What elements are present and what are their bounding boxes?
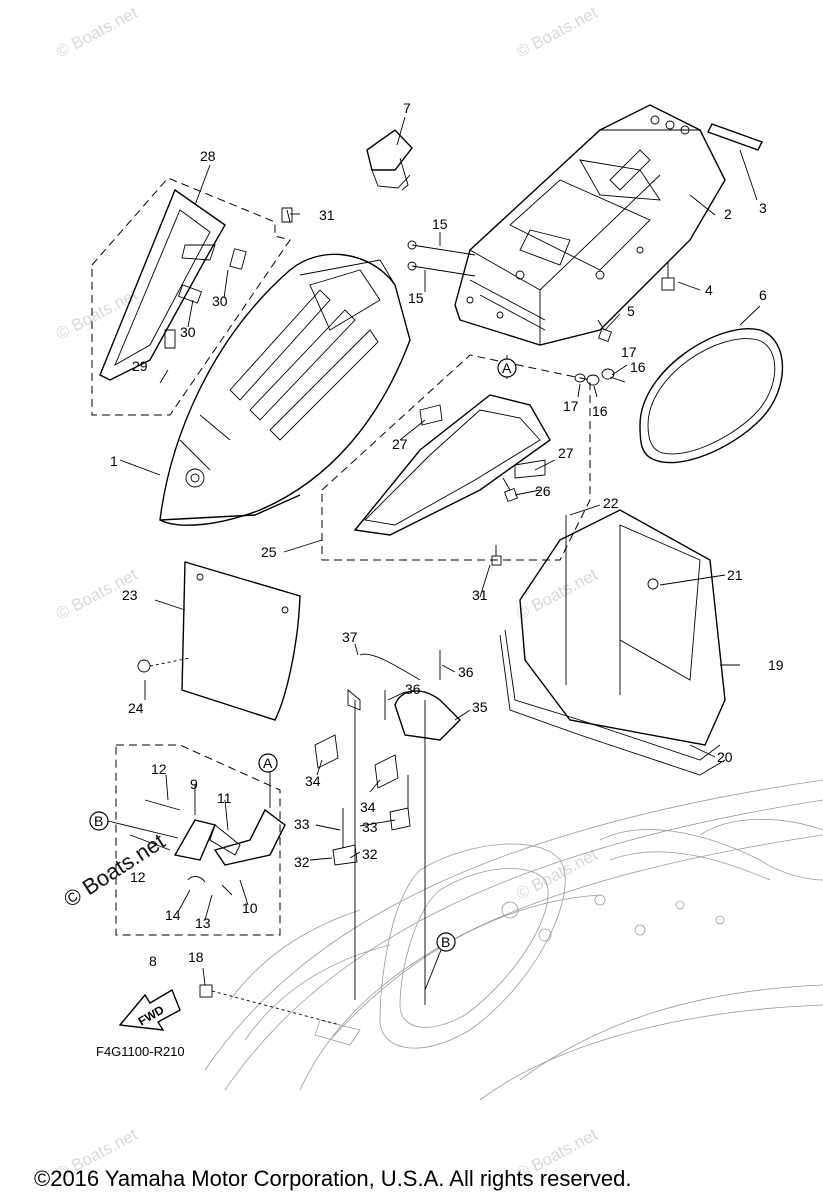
part-24-screw bbox=[137, 657, 191, 673]
part-32-34-brackets bbox=[314, 700, 426, 1005]
front-hood bbox=[159, 253, 411, 526]
part-label-27: 27 bbox=[558, 445, 574, 461]
left-side-cover bbox=[99, 188, 293, 381]
part-label-5: 5 bbox=[627, 303, 635, 319]
part-26-screw bbox=[502, 477, 518, 502]
callout-b: B bbox=[441, 934, 450, 950]
part-label-15: 15 bbox=[408, 290, 424, 306]
part-labels: 1 2 3 4 5 6 7 8 9 10 11 12 12 13 14 15 1… bbox=[110, 100, 784, 969]
part-label-4: 4 bbox=[705, 282, 713, 298]
part-label-25: 25 bbox=[261, 544, 277, 560]
watermark: © Boats.net bbox=[513, 565, 601, 624]
watermark: © Boats.net bbox=[59, 828, 169, 912]
part-18-bolt bbox=[199, 984, 341, 1026]
part-label-26: 26 bbox=[535, 483, 551, 499]
part-label-37: 37 bbox=[342, 629, 358, 645]
watermark: © Boats.net bbox=[513, 845, 601, 904]
part-label-16: 16 bbox=[592, 403, 608, 419]
part-label-18: 18 bbox=[188, 949, 204, 965]
part-35-37-assembly bbox=[347, 650, 461, 741]
group-outlines bbox=[91, 177, 591, 936]
part-label-15: 15 bbox=[432, 216, 448, 232]
leader-lines bbox=[107, 116, 761, 991]
part-label-29: 29 bbox=[132, 358, 148, 374]
part-label-12: 12 bbox=[151, 761, 167, 777]
part-label-31: 31 bbox=[319, 207, 335, 223]
part-label-21: 21 bbox=[727, 567, 743, 583]
part-label-19: 19 bbox=[768, 657, 784, 673]
callout-a: A bbox=[502, 360, 512, 376]
part-5-bolt bbox=[597, 319, 612, 342]
watermark: © Boats.net bbox=[513, 3, 601, 62]
copyright-notice: ©2016 Yamaha Motor Corporation, U.S.A. A… bbox=[34, 1166, 632, 1191]
right-side-cover bbox=[353, 394, 551, 536]
part-label-36: 36 bbox=[405, 681, 421, 697]
part-label-20: 20 bbox=[717, 749, 733, 765]
part-label-22: 22 bbox=[603, 495, 619, 511]
part-label-36: 36 bbox=[458, 664, 474, 680]
part-label-28: 28 bbox=[200, 148, 216, 164]
part-label-17: 17 bbox=[621, 344, 637, 360]
part-label-10: 10 bbox=[242, 900, 258, 916]
part-label-14: 14 bbox=[165, 907, 181, 923]
part-7-clip bbox=[366, 129, 413, 191]
part-label-2: 2 bbox=[724, 206, 732, 222]
part-label-11: 11 bbox=[217, 790, 232, 806]
part-31-screws bbox=[286, 209, 502, 566]
latch-assembly bbox=[129, 799, 286, 896]
fwd-label: FWD bbox=[136, 1002, 167, 1028]
part-label-34: 34 bbox=[305, 773, 321, 789]
part-label-34: 34 bbox=[360, 799, 376, 815]
part-label-23: 23 bbox=[122, 587, 138, 603]
part-4-bolt bbox=[661, 262, 675, 291]
part-label-9: 9 bbox=[190, 776, 198, 792]
part-label-24: 24 bbox=[128, 700, 144, 716]
hull-ghost bbox=[204, 779, 823, 1101]
rear-deck-frame bbox=[454, 104, 726, 346]
callouts: A A B B bbox=[89, 358, 517, 952]
callout-a: A bbox=[263, 755, 273, 771]
part-label-1: 1 bbox=[110, 453, 118, 469]
part-16-17-hardware bbox=[574, 368, 615, 386]
part-label-3: 3 bbox=[759, 200, 767, 216]
part-label-6: 6 bbox=[759, 287, 767, 303]
part-label-7: 7 bbox=[403, 100, 411, 116]
part-label-31: 31 bbox=[472, 587, 488, 603]
storage-bucket bbox=[499, 509, 726, 776]
part-label-32: 32 bbox=[294, 854, 310, 870]
diagram-code: F4G1100-R210 bbox=[96, 1044, 185, 1059]
part-3-strip bbox=[707, 123, 763, 151]
part-label-30: 30 bbox=[212, 293, 228, 309]
part-label-17: 17 bbox=[563, 398, 579, 414]
part-15-bolts bbox=[407, 240, 476, 277]
part-label-33: 33 bbox=[294, 816, 310, 832]
part-label-12: 12 bbox=[130, 869, 146, 885]
part-label-30: 30 bbox=[180, 324, 196, 340]
part-label-16: 16 bbox=[630, 359, 646, 375]
callout-b: B bbox=[94, 813, 103, 829]
watermark: © Boats.net bbox=[53, 3, 141, 62]
fwd-arrow-icon: FWD bbox=[118, 988, 181, 1031]
part-label-33: 33 bbox=[362, 819, 378, 835]
part-label-32: 32 bbox=[362, 846, 378, 862]
part-label-35: 35 bbox=[472, 699, 488, 715]
part-label-27: 27 bbox=[392, 436, 408, 452]
part-label-8: 8 bbox=[149, 953, 157, 969]
part-23-plate bbox=[181, 561, 301, 721]
part-6-gasket bbox=[639, 328, 784, 464]
part-label-13: 13 bbox=[195, 915, 211, 931]
